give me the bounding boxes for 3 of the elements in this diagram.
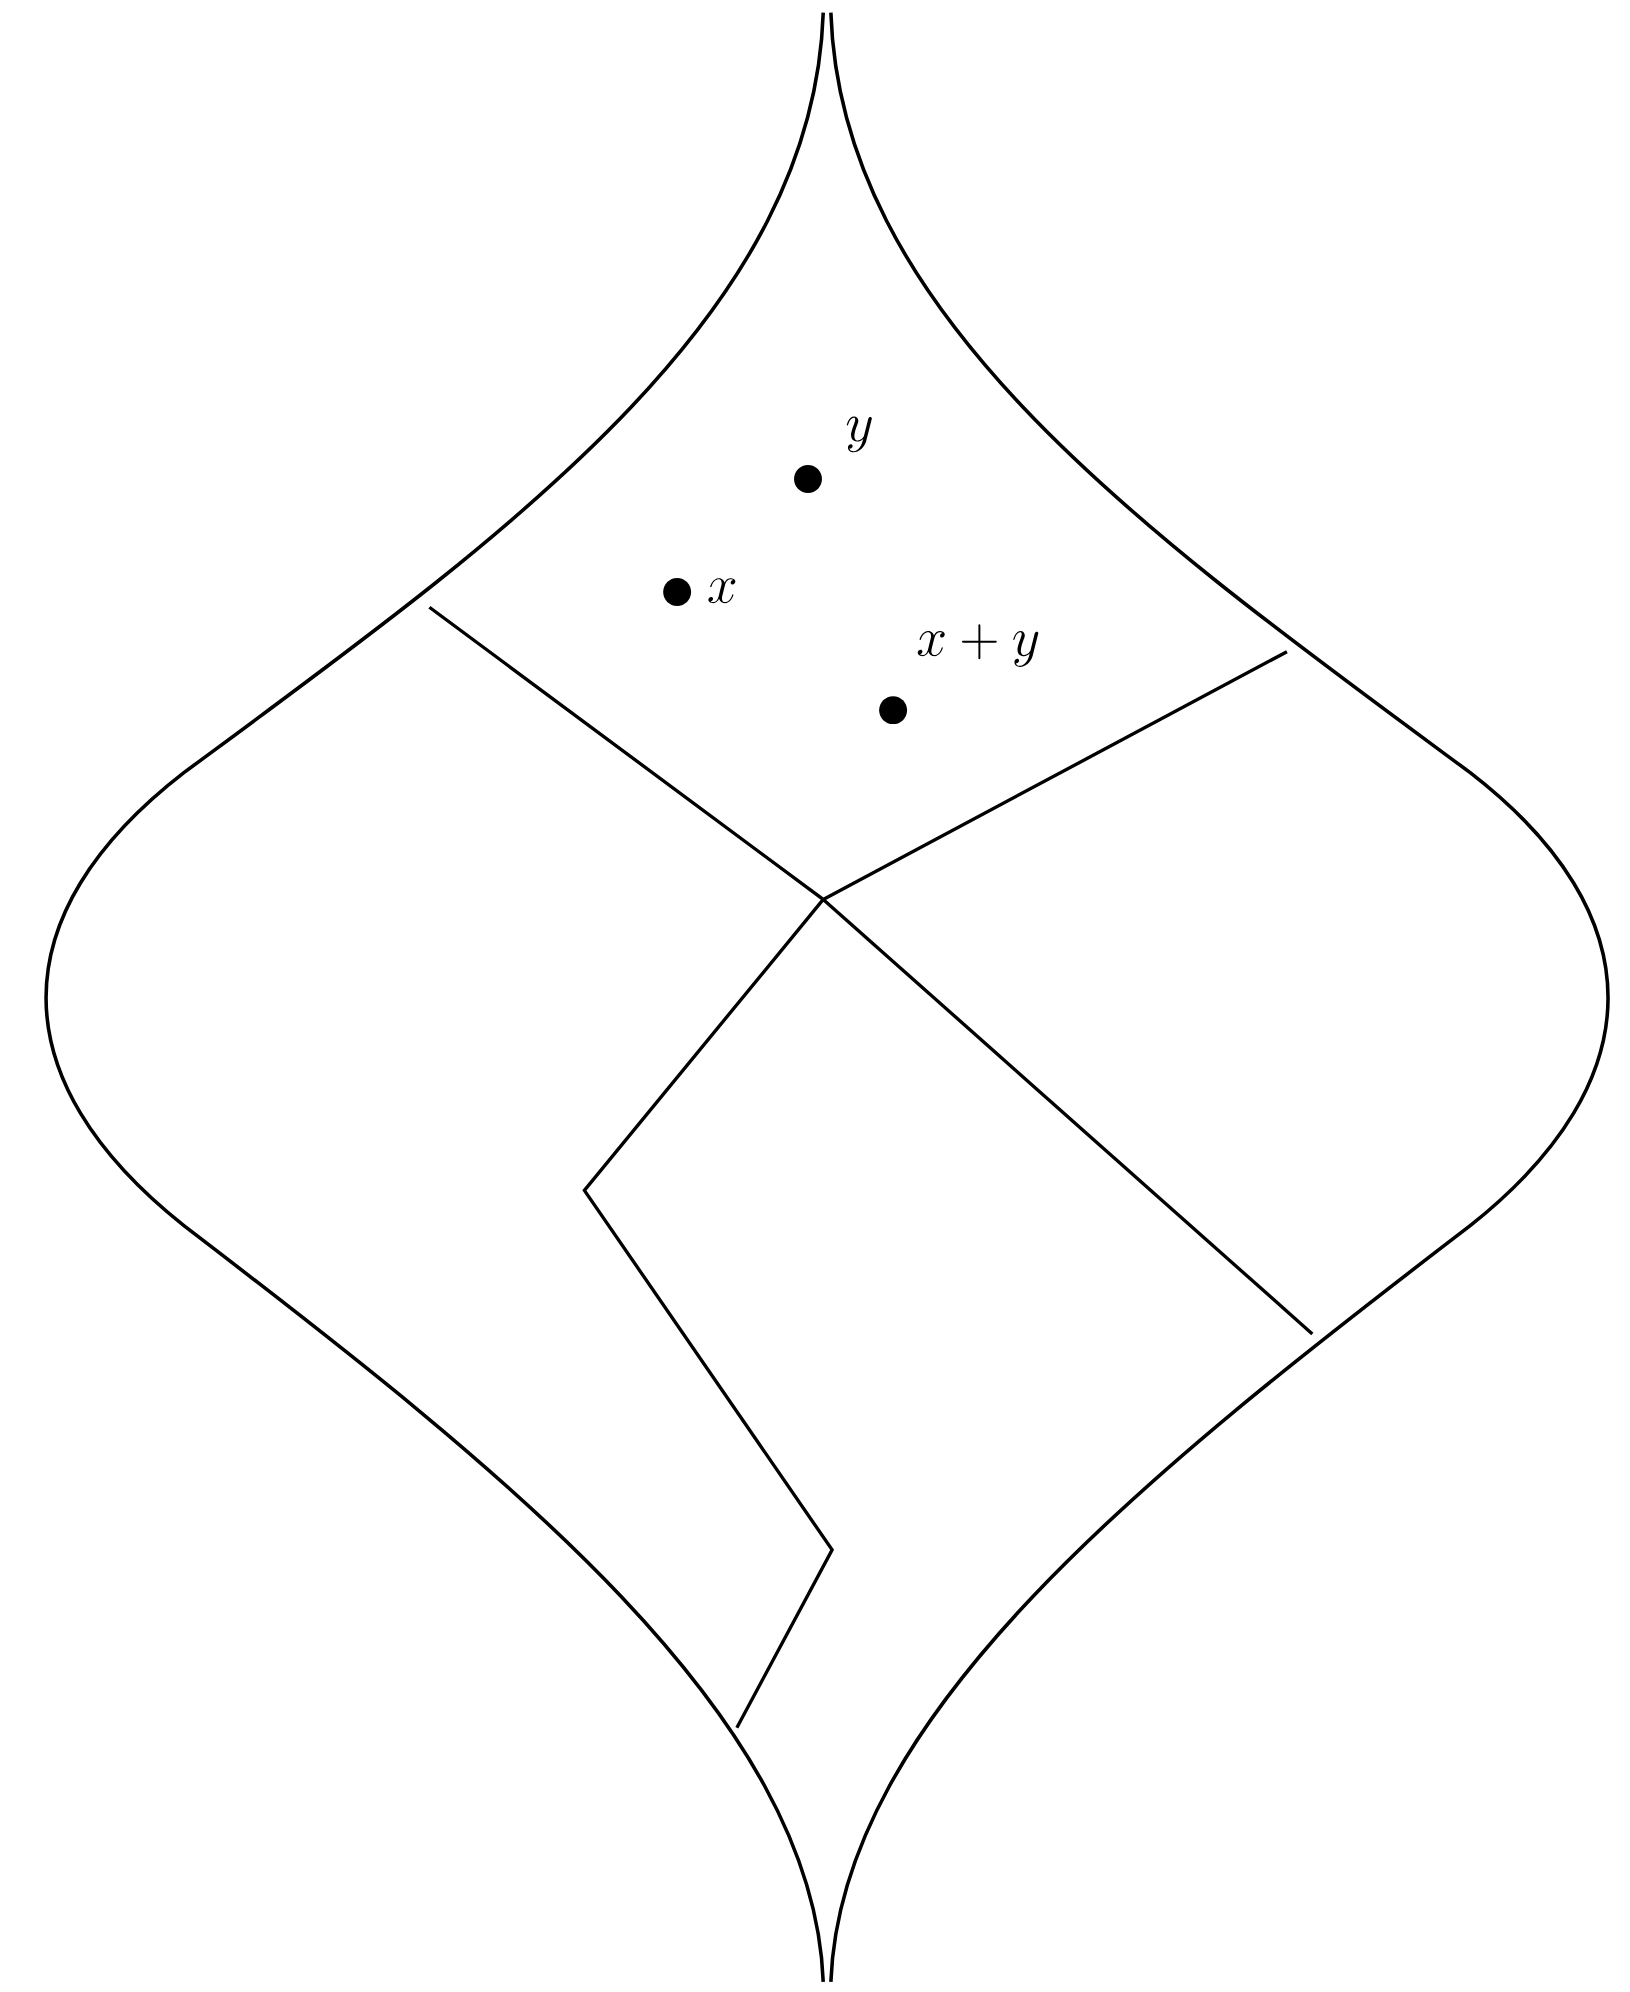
point-label: $y$ xyxy=(846,416,872,453)
point-label: $x+y$ xyxy=(917,624,1039,667)
point-label: $x$ xyxy=(708,578,736,604)
